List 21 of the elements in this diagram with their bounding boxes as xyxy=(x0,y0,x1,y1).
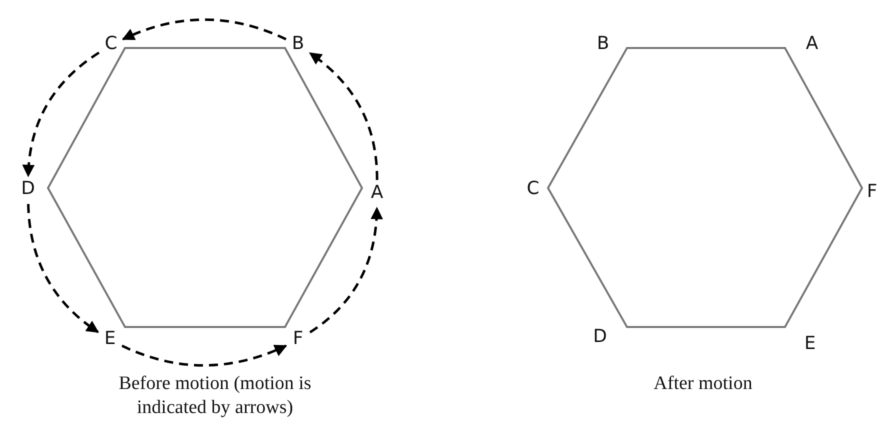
vertex-label: C xyxy=(101,33,121,57)
caption: Before motion (motion is indicated by arrows) xyxy=(118,372,312,420)
caption: After motion xyxy=(652,372,754,396)
vertex-label: F xyxy=(862,181,882,205)
vertex-label: A xyxy=(367,182,387,206)
vertex-label: D xyxy=(590,326,610,350)
vertex-label: B xyxy=(593,33,613,57)
dashed-arrow xyxy=(309,206,383,334)
vertex-label: E xyxy=(100,328,120,352)
vertex-label: C xyxy=(523,178,543,202)
vertex-label: D xyxy=(18,178,38,202)
dashed-arrow xyxy=(122,344,288,367)
vertex-label: B xyxy=(288,33,308,57)
dashed-arrow xyxy=(27,204,100,334)
vertex-label: E xyxy=(800,333,820,357)
vertex-label: A xyxy=(802,33,822,57)
dashed-arrow xyxy=(309,52,378,180)
vertex-label: F xyxy=(288,328,308,352)
dashed-arrow xyxy=(22,52,100,178)
hexagon-shape xyxy=(546,47,864,328)
dashed-arrow xyxy=(122,18,286,40)
